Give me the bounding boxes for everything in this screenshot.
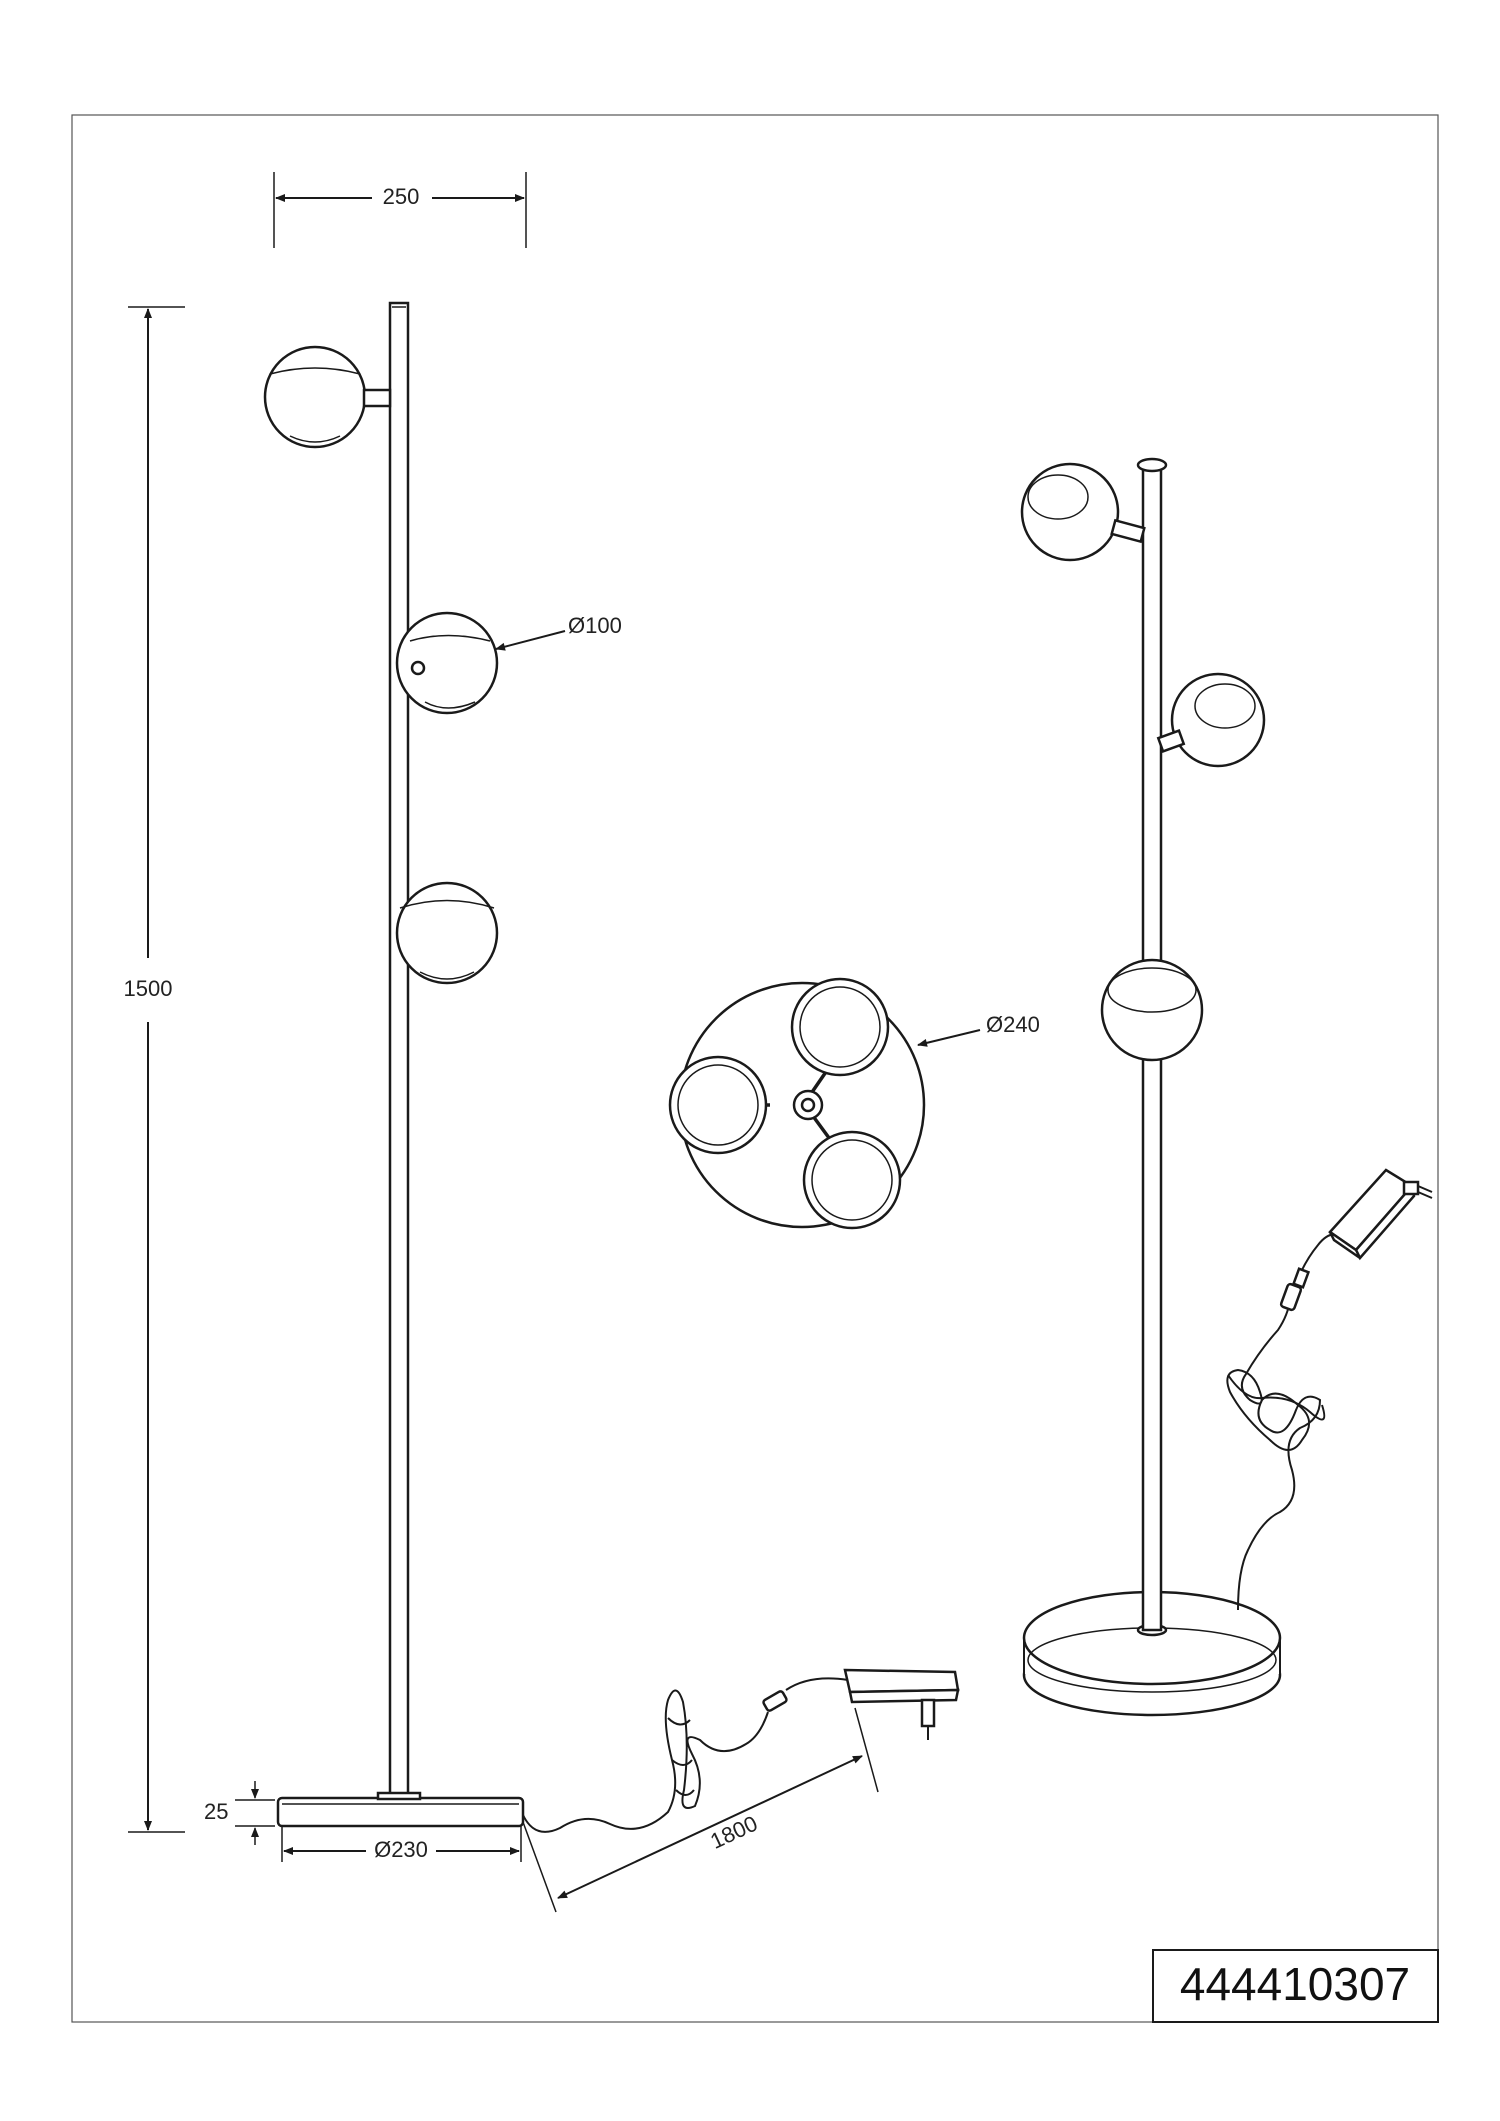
front-shade-middle — [395, 611, 499, 715]
perspective-shade-middle — [1156, 672, 1266, 768]
label-base-diameter: Ø230 — [374, 1837, 428, 1862]
dimension-cable-length: 1800 — [522, 1707, 879, 1913]
dimension-height-total: 1500 — [124, 306, 185, 1833]
front-view — [263, 301, 960, 1833]
product-code-box: 444410307 — [1152, 1949, 1439, 2023]
label-head-spread-diameter: Ø240 — [986, 1012, 1040, 1037]
top-view-shade-lower — [802, 1130, 902, 1230]
front-power-adapter — [843, 1668, 960, 1740]
dimension-shade-diameter: Ø100 — [495, 613, 622, 651]
label-height-total: 1500 — [124, 976, 173, 1001]
label-cable-length: 1800 — [706, 1811, 761, 1854]
dimension-width-top: 250 — [273, 172, 527, 248]
front-cable — [522, 1677, 849, 1833]
drawing-frame — [71, 114, 1439, 2023]
perspective-shade-bottom — [1100, 958, 1204, 1062]
top-view-shade-left — [668, 1055, 768, 1155]
perspective-cable — [1226, 1233, 1339, 1611]
perspective-power-adapter — [1328, 1168, 1433, 1261]
perspective-shade-top — [1020, 462, 1146, 562]
label-width-top: 250 — [383, 184, 420, 209]
front-shade-bottom — [395, 881, 499, 985]
label-base-height: 25 — [204, 1799, 228, 1824]
front-pole — [388, 301, 410, 1797]
top-view-shade-upper — [790, 977, 890, 1077]
perspective-view — [1020, 457, 1433, 1717]
top-view: Ø240 — [668, 977, 1040, 1230]
front-base — [276, 1791, 525, 1828]
product-code: 444410307 — [1180, 1958, 1410, 2010]
perspective-base — [1022, 1590, 1282, 1717]
label-shade-diameter: Ø100 — [568, 613, 622, 638]
front-shade-top — [263, 345, 392, 449]
dimension-base: 25 Ø230 — [204, 1781, 522, 1862]
